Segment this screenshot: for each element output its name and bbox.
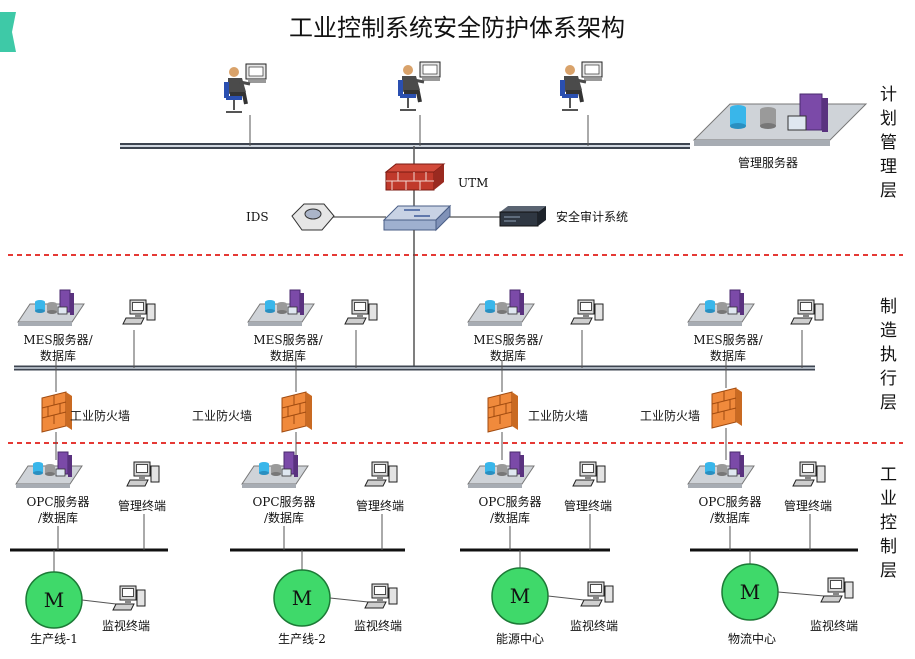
mgmt-terminal-label: 管理终端 <box>564 498 612 513</box>
monitor-terminal-icon <box>820 577 854 603</box>
mes-terminal-icon <box>122 299 156 325</box>
motor-symbol: M <box>292 586 312 610</box>
core-switch-icon <box>382 204 452 232</box>
corner-tab-shape <box>0 12 16 52</box>
opc-server-label: OPC服务器 <box>698 494 761 509</box>
monitor-terminal-icon <box>112 585 146 611</box>
motor-symbol: M <box>510 584 530 608</box>
control-group-3: OPC服务器/数据库 管理终端 M 能源中心 监视终端 <box>467 451 618 646</box>
opc-server-label: OPC服务器 <box>478 494 541 509</box>
layer-label-execution: 制造执行层 <box>880 297 897 413</box>
mes-db-label: 数据库 <box>270 348 306 363</box>
industrial-firewall-icon <box>281 391 313 433</box>
audit-system-label: 安全审计系统 <box>556 209 628 224</box>
mes-terminal-icon <box>344 299 378 325</box>
mes-db-label: 数据库 <box>710 348 746 363</box>
mgmt-terminal-label: 管理终端 <box>118 498 166 513</box>
mgmt-server-label: 管理服务器 <box>738 155 798 170</box>
mgmt-terminal-icon <box>126 461 160 487</box>
worker-workstation-1 <box>222 62 268 114</box>
control-group-2: OPC服务器/数据库 管理终端 M 生产线-2 监视终端 <box>241 451 404 646</box>
field-site-label: 生产线-1 <box>30 632 78 646</box>
monitor-terminal-icon <box>364 583 398 609</box>
mes-terminal-icon <box>790 299 824 325</box>
utm-icon <box>384 163 446 191</box>
mgmt-terminal-icon <box>572 461 606 487</box>
mes-db-label: 数据库 <box>490 348 526 363</box>
mgmt-terminal-label: 管理终端 <box>784 498 832 513</box>
monitor-terminal-label: 监视终端 <box>810 618 858 633</box>
mes-server-icon <box>687 289 755 327</box>
mgmt-terminal-icon <box>364 461 398 487</box>
industrial-firewall-icon <box>41 391 73 433</box>
mes-terminal-icon <box>570 299 604 325</box>
mgmt-terminal-label: 管理终端 <box>356 498 404 513</box>
opc-server-label: OPC服务器 <box>252 494 315 509</box>
layer-label-control: 工业控制层 <box>880 465 897 581</box>
mes-db-label: 数据库 <box>40 348 76 363</box>
diagram-title: 工业控制系统安全防护体系架构 <box>289 14 625 42</box>
mes-server-label: MES服务器/ <box>23 332 93 347</box>
mes-server-icon <box>467 289 535 327</box>
worker-workstation-3 <box>558 60 604 112</box>
opc-server-icon <box>15 451 83 489</box>
opc-server-label: OPC服务器 <box>26 494 89 509</box>
utm-label: UTM <box>458 176 488 190</box>
mes-server-label: MES服务器/ <box>253 332 323 347</box>
mes-server-icon <box>247 289 315 327</box>
industrial-firewall-label: 工业防火墙 <box>192 408 252 423</box>
layer-label-planning: 计划管理层 <box>880 85 897 201</box>
opc-db-label: /数据库 <box>264 510 304 525</box>
monitor-terminal-icon <box>580 581 614 607</box>
opc-db-label: /数据库 <box>710 510 750 525</box>
industrial-firewall-label: 工业防火墙 <box>528 408 588 423</box>
industrial-firewall-label: 工业防火墙 <box>640 408 700 423</box>
field-site-label: 能源中心 <box>496 631 544 646</box>
control-group-1: OPC服务器/数据库 管理终端 M 生产线-1 监视终端 <box>15 451 166 646</box>
monitor-terminal-label: 监视终端 <box>570 618 618 633</box>
motor-symbol: M <box>740 580 760 604</box>
control-group-4: OPC服务器/数据库 管理终端 M 物流中心 监视终端 <box>687 451 858 646</box>
ids-icon <box>291 203 335 231</box>
field-site-label: 生产线-2 <box>278 632 326 646</box>
industrial-firewall-icon <box>711 387 743 429</box>
opc-db-label: /数据库 <box>490 510 530 525</box>
opc-db-label: /数据库 <box>38 510 78 525</box>
mgmt-server-icon <box>692 93 868 146</box>
field-site-label: 物流中心 <box>728 631 776 646</box>
opc-server-icon <box>467 451 535 489</box>
mgmt-terminal-icon <box>792 461 826 487</box>
motor-symbol: M <box>44 588 64 612</box>
monitor-terminal-label: 监视终端 <box>354 618 402 633</box>
mes-server-label: MES服务器/ <box>693 332 763 347</box>
monitor-terminal-label: 监视终端 <box>102 618 150 633</box>
mes-server-icon <box>17 289 85 327</box>
opc-server-icon <box>687 451 755 489</box>
mes-server-label: MES服务器/ <box>473 332 543 347</box>
ids-label: IDS <box>246 210 269 224</box>
opc-server-icon <box>241 451 309 489</box>
industrial-firewall-icon <box>487 391 519 433</box>
worker-workstation-2 <box>396 60 442 112</box>
audit-system-icon <box>499 206 546 227</box>
industrial-firewall-label: 工业防火墙 <box>70 408 130 423</box>
